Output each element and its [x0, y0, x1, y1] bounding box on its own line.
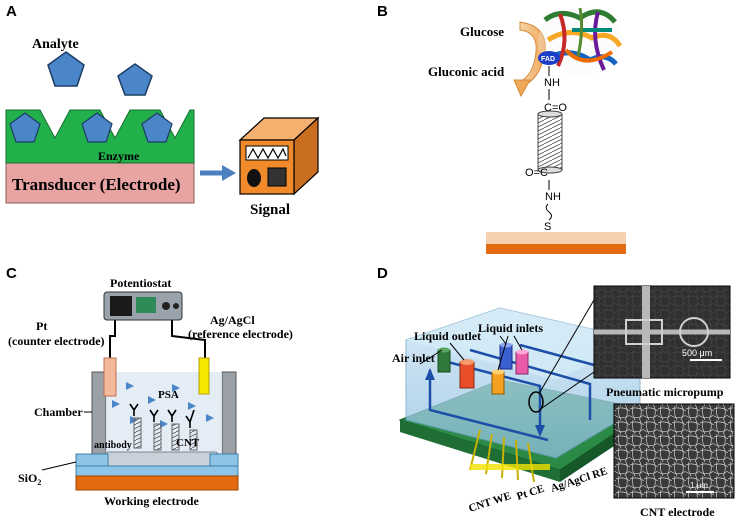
panel-c-letter: C — [6, 265, 17, 282]
s-label: S — [544, 221, 551, 233]
potentiostat-label: Potentiostat — [110, 276, 171, 290]
electrode-pads — [470, 464, 550, 470]
enzyme-label: Enzyme — [98, 149, 140, 163]
micropump-highlight — [528, 391, 544, 413]
signal-device — [238, 116, 320, 196]
microfluidic-chip — [398, 307, 652, 483]
reference-wire — [171, 320, 206, 360]
chamber-label: Chamber — [34, 405, 83, 419]
reference-electrode-label: (reference electrode) — [188, 327, 293, 341]
gold-surface — [486, 232, 626, 244]
antibodies — [129, 403, 195, 428]
bound-analyte — [81, 112, 113, 143]
air-inlet-label: Air inlet — [392, 351, 435, 365]
cnt-electrode-label: CNT electrode — [640, 505, 715, 519]
agagcl-reference-electrode — [198, 357, 210, 395]
liquid-inlets-label: Liquid inlets — [478, 321, 543, 335]
counter-electrode-label: (counter electrode) — [8, 334, 105, 348]
carbon-nanotube — [537, 110, 563, 174]
nh-bottom-label: NH — [545, 191, 561, 203]
glucose-label: Glucose — [460, 24, 504, 39]
nh-top-label: NH — [544, 77, 560, 89]
transducer-label: Transducer (Electrode) — [12, 175, 181, 194]
cnt-pillars — [133, 417, 198, 451]
micropump-micrograph — [593, 285, 731, 379]
zoom-line — [541, 371, 595, 409]
co-bottom-label: O=C — [525, 167, 548, 179]
fad-label: FAD — [541, 56, 555, 63]
sio2-label: SiO2 — [18, 471, 41, 487]
signal-label: Signal — [250, 202, 290, 218]
panel-b: B Glucose Gluconic acid FAD NH C=O — [377, 3, 626, 254]
psa-label: PSA — [158, 389, 179, 401]
scale-500-label: 500 μm — [682, 348, 712, 358]
gluconic-acid-label: Gluconic acid — [428, 64, 505, 79]
counter-wire — [109, 320, 116, 360]
psa-molecules — [112, 382, 214, 428]
zoom-line — [539, 299, 595, 393]
inlet-tubes — [437, 342, 529, 395]
cnt-sem-micrograph — [613, 403, 735, 499]
potentiostat-device — [103, 291, 183, 321]
pt-ce-label: Pt CE — [515, 483, 546, 503]
sio2-base — [75, 465, 239, 477]
bound-analyte — [141, 112, 173, 143]
pneumatic-micropump-label: Pneumatic micropump — [606, 385, 724, 399]
analyte-molecule — [47, 51, 85, 87]
signal-arrowhead — [222, 165, 236, 181]
analyte-molecule — [117, 63, 153, 96]
chamber-wall-right — [221, 371, 237, 455]
panel-a: A Analyte Transducer (Electrode) Enzyme … — [5, 3, 320, 218]
fad-cofactor — [538, 51, 560, 65]
label-pointers — [419, 335, 523, 371]
antibody-label: antibody — [94, 440, 132, 451]
panel-c: C Potentiostat Ag/AgCl (reference electr… — [6, 265, 293, 508]
cnt-label: CNT — [176, 437, 200, 449]
panel-a-letter: A — [6, 3, 17, 20]
electrode-leads — [469, 429, 535, 483]
analyte-label: Analyte — [32, 37, 79, 52]
alkyl-chain — [545, 203, 552, 221]
agagcl-label: Ag/AgCl — [210, 313, 255, 327]
substrate-base — [486, 244, 626, 254]
glucose-oxidase-enzyme — [538, 7, 623, 76]
panel-b-letter: B — [377, 3, 388, 20]
conversion-arrowhead — [513, 79, 531, 98]
bound-analyte — [9, 112, 41, 143]
working-electrode-base — [75, 475, 239, 491]
sio2-pointer — [41, 461, 77, 471]
scale-1-label: 1 μm — [690, 481, 708, 490]
panel-d: D Li — [377, 265, 735, 519]
cnt-we-label: CNT WE — [467, 490, 512, 515]
pt-label: Pt — [36, 319, 47, 333]
panel-d-letter: D — [377, 265, 388, 282]
fluidic-channels — [428, 343, 621, 442]
transducer-layer — [5, 162, 195, 204]
pt-counter-electrode — [103, 357, 117, 397]
liquid-outlet-label: Liquid outlet — [414, 329, 481, 343]
working-electrode-label: Working electrode — [104, 494, 199, 508]
